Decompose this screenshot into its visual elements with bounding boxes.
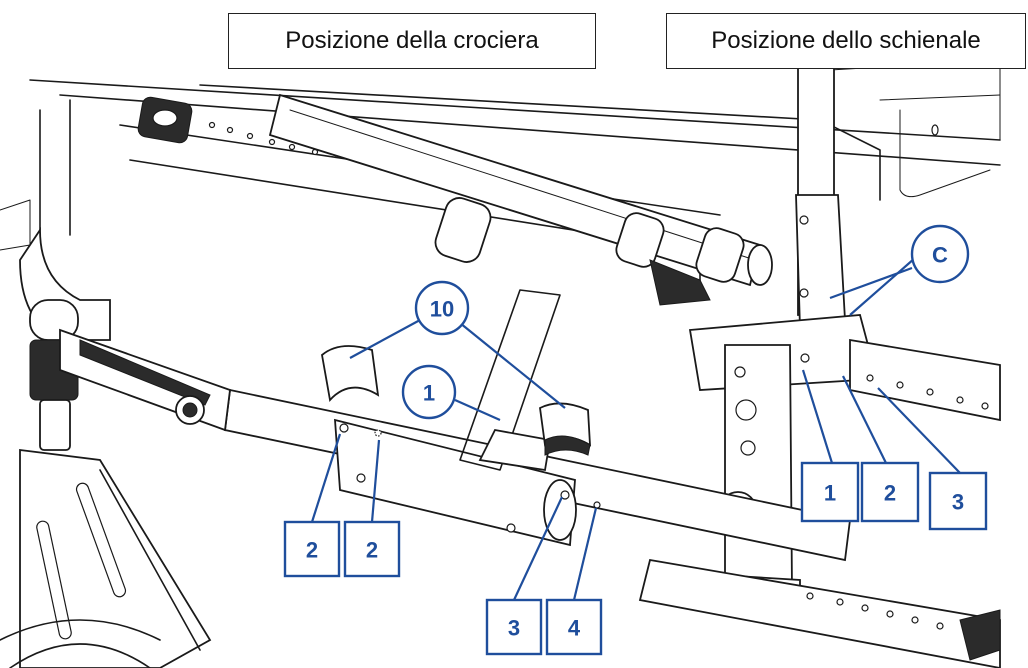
callout-box-4: 4 bbox=[545, 598, 603, 656]
callout-10-label: 10 bbox=[430, 297, 454, 322]
callout-box-1-right: 1 bbox=[800, 461, 860, 523]
callout-1-circle: 1 bbox=[401, 364, 457, 420]
right-side-rail bbox=[638, 338, 1001, 668]
callout-box-3-bottom: 3 bbox=[485, 598, 543, 656]
callout-box-2-left: 2 bbox=[283, 520, 341, 578]
callout-box-3-bottom-label: 3 bbox=[508, 616, 520, 641]
callout-box-3-right-label: 3 bbox=[952, 490, 964, 515]
callout-box-2-right: 2 bbox=[860, 461, 920, 523]
lower-crossbrace-tube bbox=[224, 289, 851, 562]
left-caster-assembly bbox=[0, 199, 231, 668]
backrest-post bbox=[688, 59, 869, 609]
callout-box-2-left-label: 2 bbox=[306, 538, 318, 563]
callout-box-1-right-label: 1 bbox=[824, 481, 836, 506]
callout-c-label: C bbox=[932, 243, 948, 268]
callout-10: 10 bbox=[414, 280, 470, 336]
callout-box-4-label: 4 bbox=[568, 616, 581, 641]
callout-box-3-right: 3 bbox=[928, 471, 988, 531]
leader-lines bbox=[310, 257, 961, 601]
clip-halves bbox=[321, 345, 591, 456]
callout-box-2-second-label: 2 bbox=[366, 538, 378, 563]
callout-c: C bbox=[910, 224, 970, 284]
callout-box-2-second: 2 bbox=[343, 520, 401, 578]
upper-crossbar bbox=[268, 93, 773, 306]
backrest-position-caption: Posizione dello schienale bbox=[666, 13, 1026, 69]
callout-box-2-right-label: 2 bbox=[884, 481, 896, 506]
callout-1-circle-label: 1 bbox=[423, 381, 435, 406]
crossbrace-position-caption: Posizione della crociera bbox=[228, 13, 596, 69]
